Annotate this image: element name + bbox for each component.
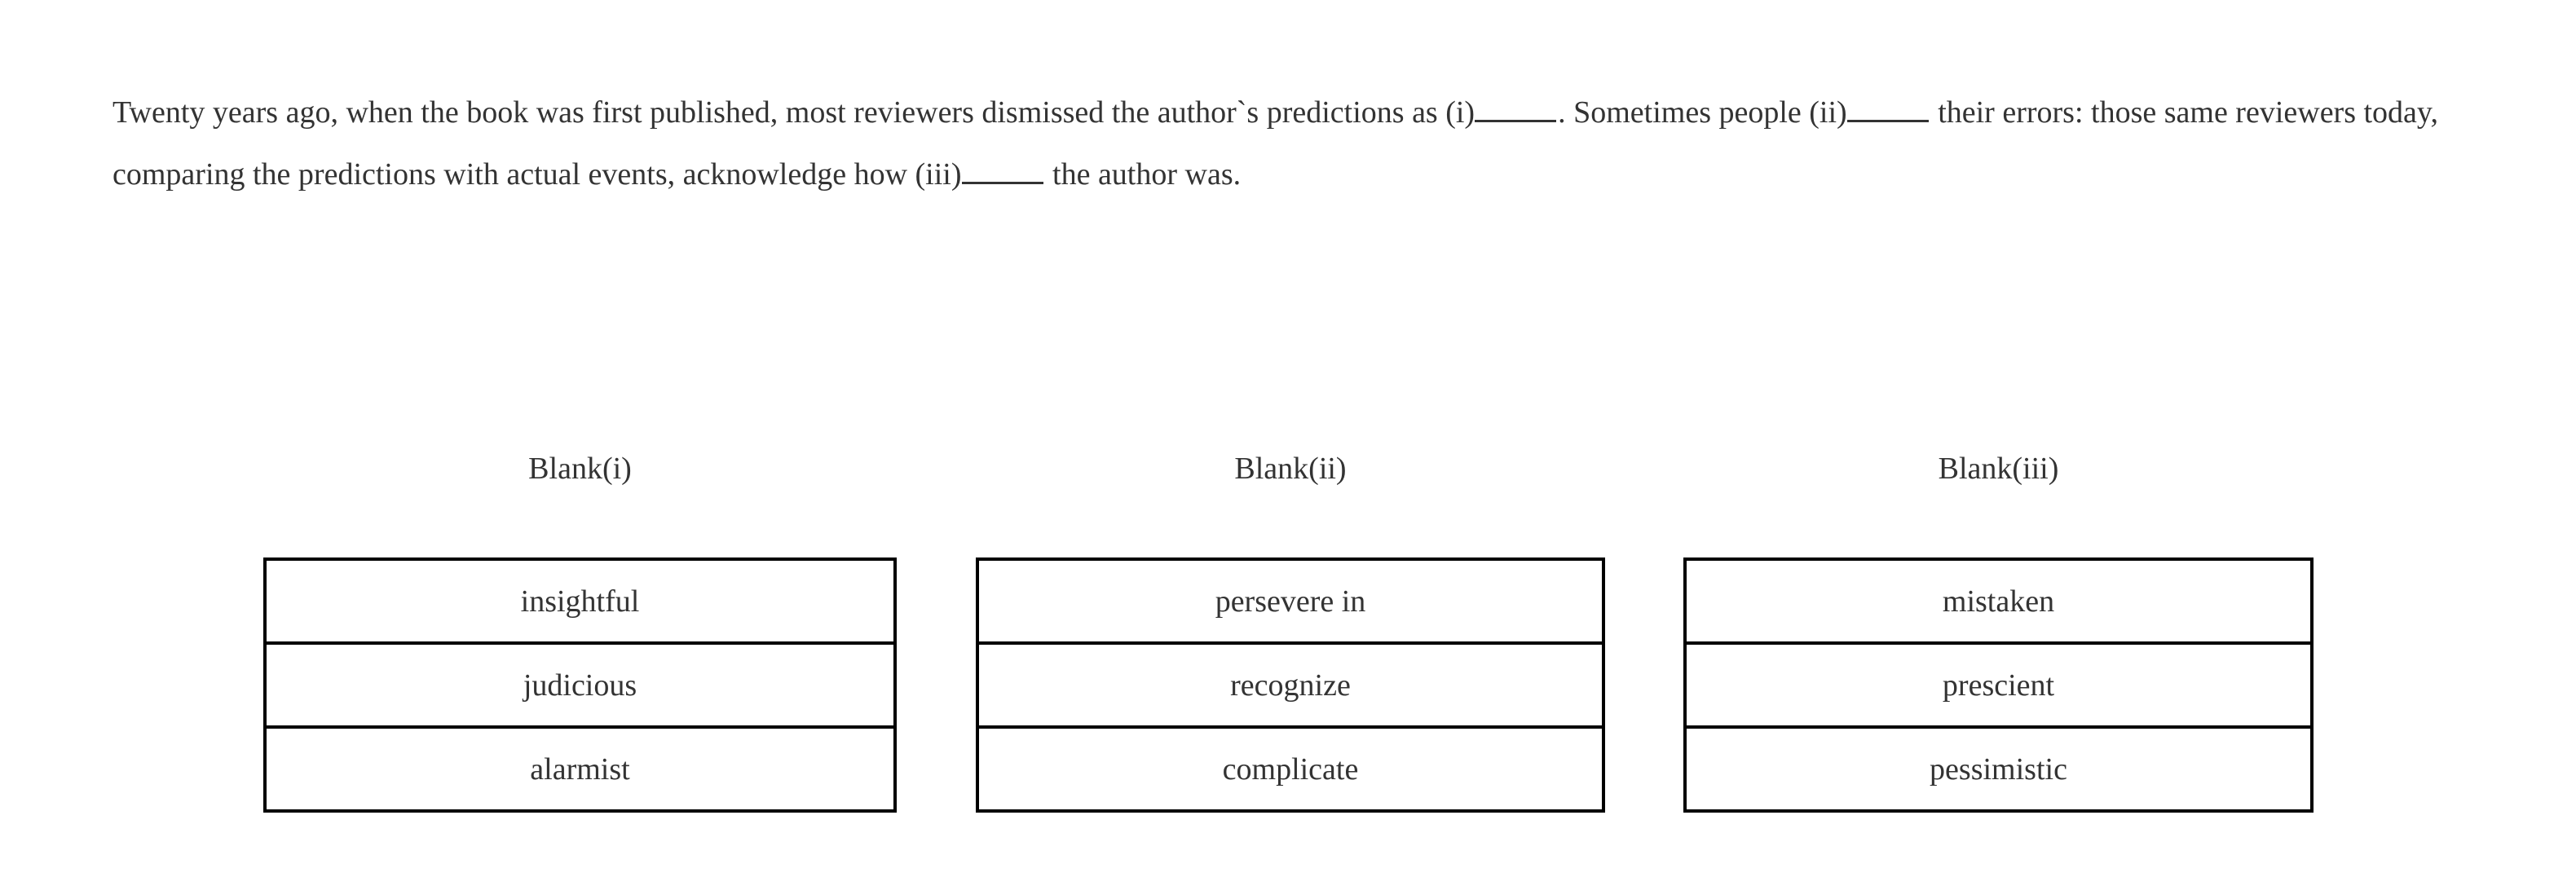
choice-table-ii: persevere in recognize complicate	[976, 557, 1605, 813]
table-row[interactable]: alarmist	[265, 725, 895, 811]
table-row[interactable]: judicious	[265, 641, 895, 729]
blank-group-ii-label: Blank(ii)	[1234, 452, 1347, 486]
table-row[interactable]: prescient	[1685, 641, 2312, 729]
stem-segment-4: the author was.	[1044, 157, 1242, 192]
choice-option-i-2[interactable]: judicious	[265, 641, 895, 729]
table-row[interactable]: insightful	[265, 559, 895, 645]
choice-table-iii: mistaken prescient pessimistic	[1683, 557, 2314, 813]
stem-segment-1: Twenty years ago, when the book was firs…	[112, 95, 1475, 130]
choice-table-i: insightful judicious alarmist	[263, 557, 897, 813]
choice-option-iii-2[interactable]: prescient	[1685, 641, 2312, 729]
blank-group-iii-label: Blank(iii)	[1938, 452, 2059, 486]
choice-option-i-1[interactable]: insightful	[265, 559, 895, 645]
stem-segment-2: . Sometimes people (ii)	[1558, 95, 1847, 130]
table-row[interactable]: persevere in	[977, 559, 1603, 645]
stem-segment-3: their errors: those same reviewers today…	[112, 95, 2446, 192]
choice-option-i-3[interactable]: alarmist	[265, 725, 895, 811]
choice-option-ii-1[interactable]: persevere in	[977, 559, 1603, 645]
table-row[interactable]: mistaken	[1685, 559, 2312, 645]
blank-marker-iii	[961, 156, 1043, 184]
table-row[interactable]: complicate	[977, 725, 1603, 811]
table-row[interactable]: pessimistic	[1685, 725, 2312, 811]
table-row[interactable]: recognize	[977, 641, 1603, 729]
choice-option-iii-1[interactable]: mistaken	[1685, 559, 2312, 645]
choice-option-ii-2[interactable]: recognize	[977, 641, 1603, 729]
blank-group-i-label: Blank(i)	[528, 452, 632, 486]
blank-marker-i	[1475, 94, 1557, 122]
choice-option-iii-3[interactable]: pessimistic	[1685, 725, 2312, 811]
question-stem-paragraph: Twenty years ago, when the book was firs…	[112, 82, 2477, 205]
blank-marker-ii	[1846, 94, 1929, 122]
choice-option-ii-3[interactable]: complicate	[977, 725, 1603, 811]
